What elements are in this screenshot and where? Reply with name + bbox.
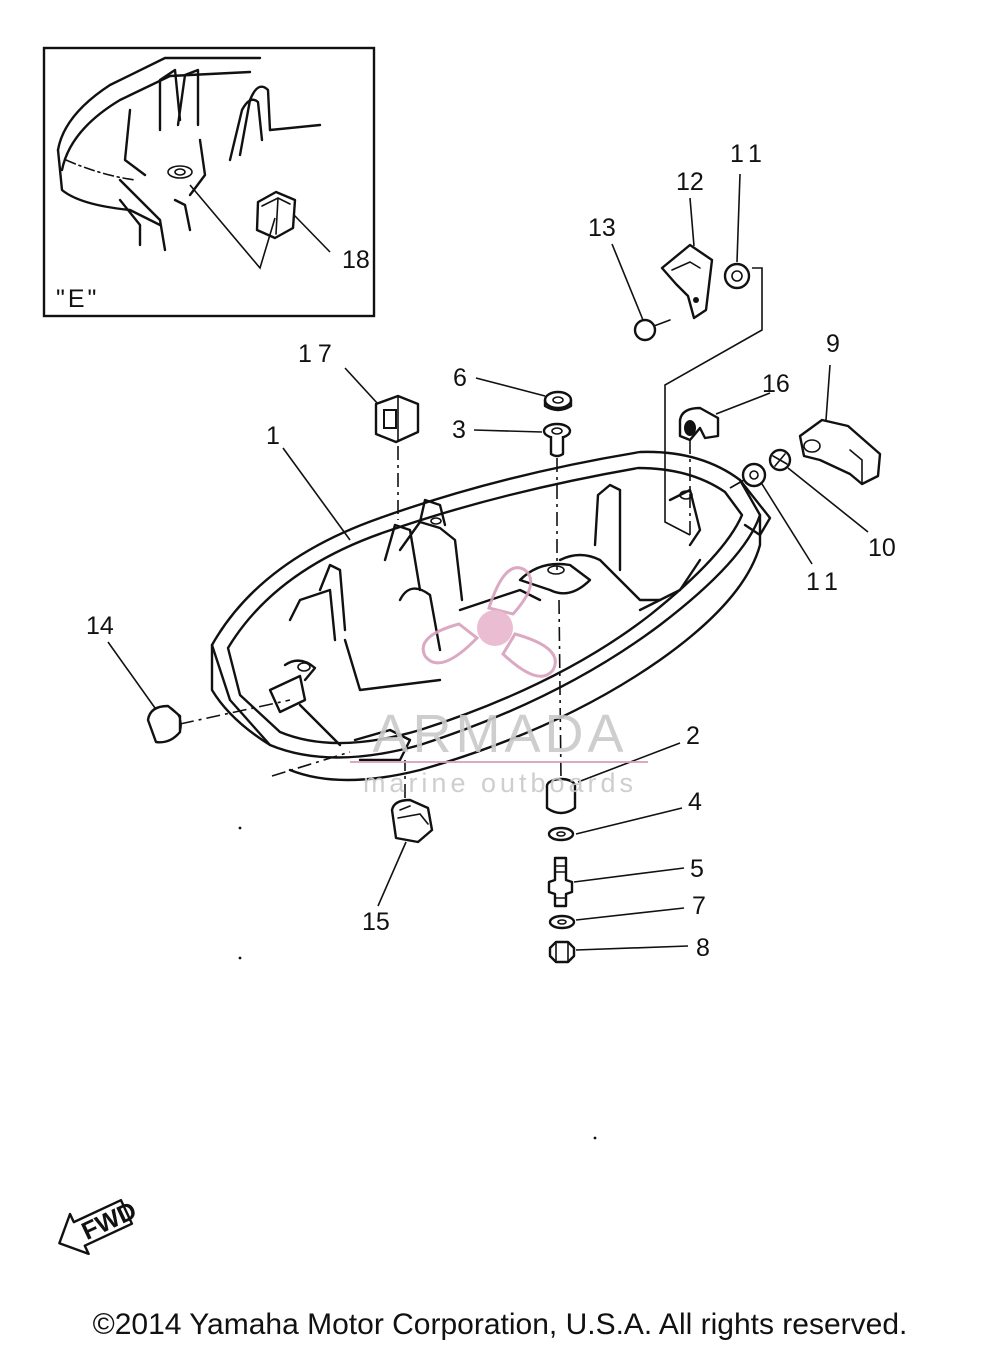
part-17-grommet <box>374 394 420 444</box>
callout-16: 16 <box>762 370 790 398</box>
part-11-grommet-upper <box>723 262 751 290</box>
inset-cowling-drawing <box>56 56 322 252</box>
callout-leaders <box>107 173 869 951</box>
part-8-nut <box>548 940 576 964</box>
callout-17: 17 <box>298 340 338 368</box>
part-2-damper <box>545 777 577 815</box>
watermark-logo: ARMADA marine outboards <box>350 566 648 798</box>
callout-8: 8 <box>696 934 710 962</box>
callout-14: 14 <box>86 612 114 640</box>
fwd-arrow-icon: FWD <box>58 1196 141 1256</box>
watermark-brand: ARMADA <box>372 704 627 764</box>
part-4-washer <box>547 826 575 842</box>
callout-2: 2 <box>686 722 700 750</box>
part-13-screw <box>633 318 671 342</box>
part-12-plate <box>660 243 714 320</box>
callout-4: 4 <box>688 788 702 816</box>
part-14-plug <box>146 704 182 744</box>
part-9-lever <box>798 418 882 486</box>
part-6-washer <box>543 390 573 412</box>
inset-detail-e: "E" <box>42 46 376 318</box>
callout-9: 9 <box>826 330 840 358</box>
callout-12: 12 <box>676 168 704 196</box>
callout-3: 3 <box>452 416 466 444</box>
callout-11-upper: 11 <box>730 140 768 168</box>
callout-5: 5 <box>690 855 704 883</box>
watermark-tagline: marine outboards <box>363 768 637 798</box>
part-15-grommet <box>390 798 434 844</box>
callout-7: 7 <box>692 892 706 920</box>
callout-11-lower: 11 <box>806 568 844 596</box>
copyright-notice: ©2014 Yamaha Motor Corporation, U.S.A. A… <box>92 1308 908 1341</box>
callout-15: 15 <box>362 908 390 936</box>
bottom-cowling <box>210 450 772 782</box>
callout-1: 1 <box>266 422 280 450</box>
inset-view-label: "E" <box>56 285 99 313</box>
part-7-washer <box>548 914 576 930</box>
callout-18: 18 <box>342 246 370 274</box>
callout-labels: 1 2 3 4 5 6 7 8 9 10 11 11 12 13 14 15 1… <box>86 140 896 962</box>
callout-13: 13 <box>588 214 616 242</box>
propeller-icon <box>421 566 557 678</box>
fwd-label: FWD <box>77 1196 140 1245</box>
part-5-stud-bolt <box>547 856 574 908</box>
assembly-lines <box>179 267 763 798</box>
part-16-bracket <box>678 406 720 442</box>
part-11-grommet-lower <box>741 462 767 488</box>
part-10-washer <box>768 448 792 472</box>
callout-10: 10 <box>868 534 896 562</box>
callout-6: 6 <box>453 364 467 392</box>
part-3-collar <box>542 422 572 458</box>
